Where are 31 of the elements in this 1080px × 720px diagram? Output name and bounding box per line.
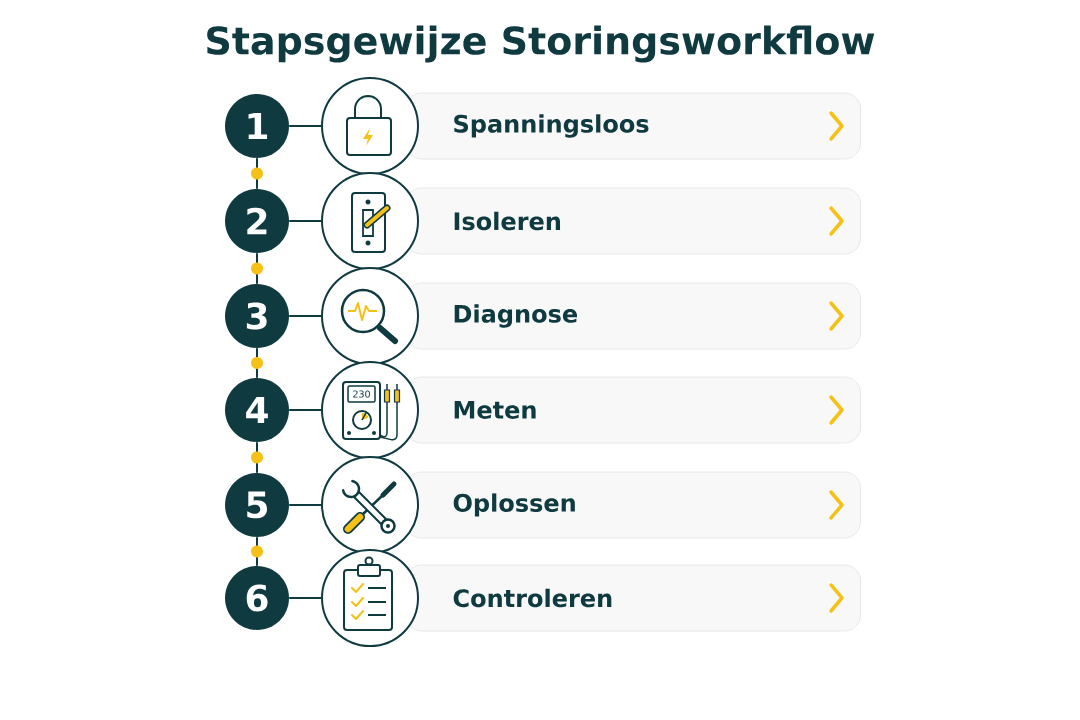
connector-line [288,597,322,599]
connector-line [288,315,322,317]
connector-line [256,441,258,474]
icon-circle [321,77,419,175]
step-number: 2 [225,189,289,253]
icon-circle [321,267,419,365]
connector-line [256,252,258,285]
connector-line [256,536,258,567]
display-reading: 230 [353,390,370,398]
icon-circle [321,456,419,554]
connector-line [288,409,322,411]
connector-line [288,125,322,127]
step-card: Meten [405,376,861,444]
step-number: 1 [225,94,289,158]
step-card: Oplossen [405,471,861,539]
step-number: 4 [225,378,289,442]
step-number: 5 [225,473,289,537]
step-card: Diagnose [405,282,861,350]
icon-circle [321,172,419,270]
icon-circle [321,549,419,647]
connector-line [288,504,322,506]
step-card: Controleren [405,564,861,632]
step-card: Spanningsloos [405,92,861,160]
connector-line [288,220,322,222]
step-card: Isoleren [405,187,861,255]
icon-circle [321,361,419,459]
step-number: 6 [225,566,289,630]
connector-line [256,157,258,190]
title: Stapsgewijze Storingsworkflow [207,25,875,63]
step-number: 3 [225,284,289,348]
connector-line [256,347,258,379]
